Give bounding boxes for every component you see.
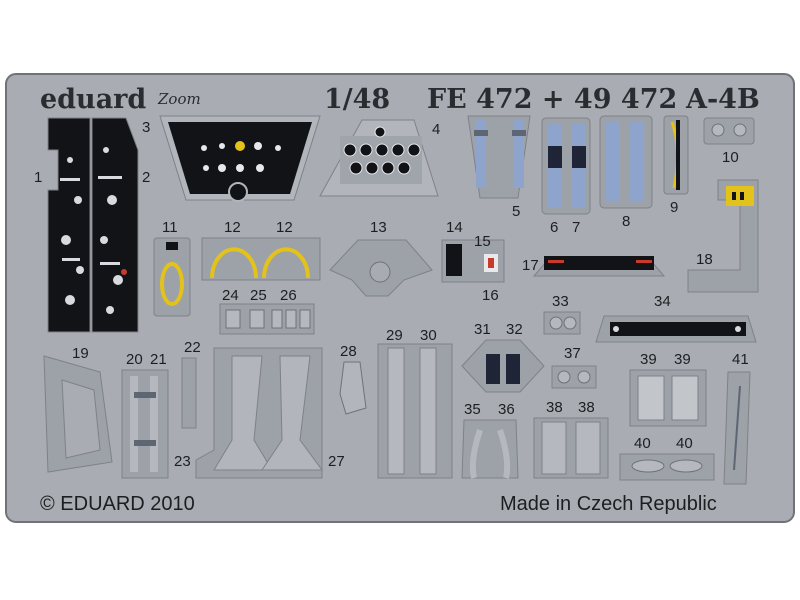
copyright-text: © EDUARD 2010 (40, 493, 195, 515)
part-number: 22 (184, 339, 201, 356)
part-number: 18 (696, 251, 713, 268)
part-number: 34 (654, 293, 671, 310)
part-number: 21 (150, 351, 167, 368)
part-number: 39 (640, 351, 657, 368)
part-number: 15 (474, 233, 491, 250)
part-number: 23 (174, 453, 191, 470)
part-number: 12 (276, 219, 293, 236)
part-number: 2 (142, 169, 150, 186)
part-24-26-clips (219, 303, 315, 335)
part-1-2-side-panels (47, 117, 139, 333)
origin-text: Made in Czech Republic (500, 493, 717, 515)
part-number: 10 (722, 149, 739, 166)
part-number: 29 (386, 327, 403, 344)
part-33-disks (543, 311, 581, 335)
part-34-bar (595, 315, 757, 343)
part-18-headrest (687, 179, 759, 293)
part-number: 31 (474, 321, 491, 338)
part-number: 3 (142, 119, 150, 136)
part-40-pedals (619, 453, 715, 481)
part-number: 25 (250, 287, 267, 304)
set-code: FE 472 + 49 472 (427, 84, 677, 115)
part-38-brackets (533, 417, 609, 479)
part-number: 33 (552, 293, 569, 310)
part-number: 20 (126, 351, 143, 368)
part-number: 14 (446, 219, 463, 236)
part-number-labels: 1 2 3 4 5 6 7 8 9 10 11 12 12 13 14 15 1… (34, 119, 749, 470)
part-27-floor (195, 347, 323, 479)
part-number: 36 (498, 401, 515, 418)
part-number: 24 (222, 287, 239, 304)
part-5-harness (467, 115, 531, 199)
part-13-bracket (329, 239, 433, 297)
part-number: 37 (564, 345, 581, 362)
part-number: 9 (670, 199, 678, 216)
part-29-30-rails (377, 343, 453, 479)
part-number: 26 (280, 287, 297, 304)
part-19-frame (43, 355, 113, 473)
part-4-gauge-panel (319, 119, 439, 197)
part-number: 32 (506, 321, 523, 338)
part-number: 8 (622, 213, 630, 230)
part-11-ring (153, 237, 191, 317)
part-number: 40 (634, 435, 651, 452)
part-6-7-belts (541, 117, 591, 215)
part-35-36-straps (461, 419, 519, 479)
part-number: 41 (732, 351, 749, 368)
part-9-strip (663, 115, 689, 195)
part-3-instrument-panel (159, 115, 321, 202)
part-10-brackets (703, 117, 755, 145)
part-number: 38 (578, 399, 595, 416)
part-number: 13 (370, 219, 387, 236)
part-20-23-rails (121, 357, 197, 479)
part-41-blade (723, 371, 751, 485)
part-number: 40 (676, 435, 693, 452)
brand-logo: eduard (40, 84, 146, 115)
part-number: 11 (162, 219, 178, 236)
part-number: 35 (464, 401, 481, 418)
part-28-shell (339, 361, 367, 415)
scale-label: 1/48 (324, 84, 390, 115)
part-number: 7 (572, 219, 580, 236)
part-number: 16 (482, 287, 499, 304)
part-14-16-switches (441, 239, 505, 283)
part-39-grilles (629, 369, 707, 427)
zoom-mark: Zoom (157, 90, 201, 108)
part-number: 17 (522, 257, 539, 274)
part-number: 5 (512, 203, 520, 220)
aircraft-label: A-4B (685, 84, 760, 115)
part-number: 4 (432, 121, 440, 138)
part-number: 6 (550, 219, 558, 236)
part-number: 39 (674, 351, 691, 368)
part-31-32-holders (461, 339, 545, 393)
part-37-rings (551, 365, 597, 389)
part-12-hoops (201, 237, 321, 281)
part-number: 12 (224, 219, 241, 236)
part-number: 1 (34, 169, 42, 186)
part-number: 19 (72, 345, 89, 362)
part-8-belts (599, 115, 653, 209)
part-number: 38 (546, 399, 563, 416)
part-number: 27 (328, 453, 345, 470)
part-17-panel (532, 256, 666, 277)
part-number: 30 (420, 327, 437, 344)
part-number: 28 (340, 343, 357, 360)
